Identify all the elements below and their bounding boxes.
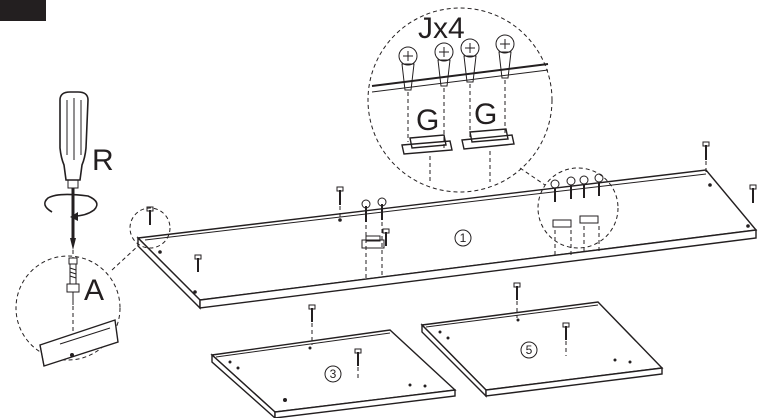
screwdriver-icon [59, 91, 89, 250]
rotation-arrow-icon [44, 193, 98, 221]
screw-icon [550, 173, 604, 202]
screwdriver-label: R [92, 144, 114, 177]
screw-icon [336, 186, 344, 218]
screw-icon [361, 199, 371, 278]
screw-icon [382, 228, 390, 246]
screws-quantity-label: Jx4 [418, 12, 465, 45]
panel-1-number: 1 [460, 231, 467, 245]
hinge-g-icon [401, 134, 453, 184]
panel-3 [210, 329, 457, 418]
screw-icon [308, 304, 316, 345]
hinge-label: G [416, 104, 439, 137]
panel-corner-detail [39, 319, 119, 367]
screw-icon [749, 184, 757, 203]
screw-icon [495, 34, 515, 136]
screw-icon [513, 282, 521, 318]
hinge-label-2: G [474, 98, 497, 131]
screw-icon [702, 141, 710, 172]
cam-bolt-label: A [84, 274, 104, 307]
step-number-badge [0, 0, 46, 21]
screw-icon [354, 348, 362, 380]
screw-icon [398, 46, 418, 142]
panel-1 [136, 169, 758, 310]
screw-icon [146, 206, 154, 225]
hinge-zoom-detail [367, 7, 553, 193]
cam-bolt-detail [15, 245, 139, 367]
screw-icon [562, 322, 570, 356]
hinge-small-icon [552, 215, 599, 228]
screw-icon [460, 38, 480, 140]
panel-5 [420, 301, 664, 398]
panel-3-number: 3 [330, 367, 337, 381]
hinge-g-icon [461, 128, 515, 182]
hinge-small-icon [361, 235, 385, 249]
cam-bolt-icon [66, 257, 80, 305]
screw-icon [194, 254, 202, 272]
panel-5-number: 5 [526, 343, 533, 357]
screw-icon [377, 197, 387, 278]
